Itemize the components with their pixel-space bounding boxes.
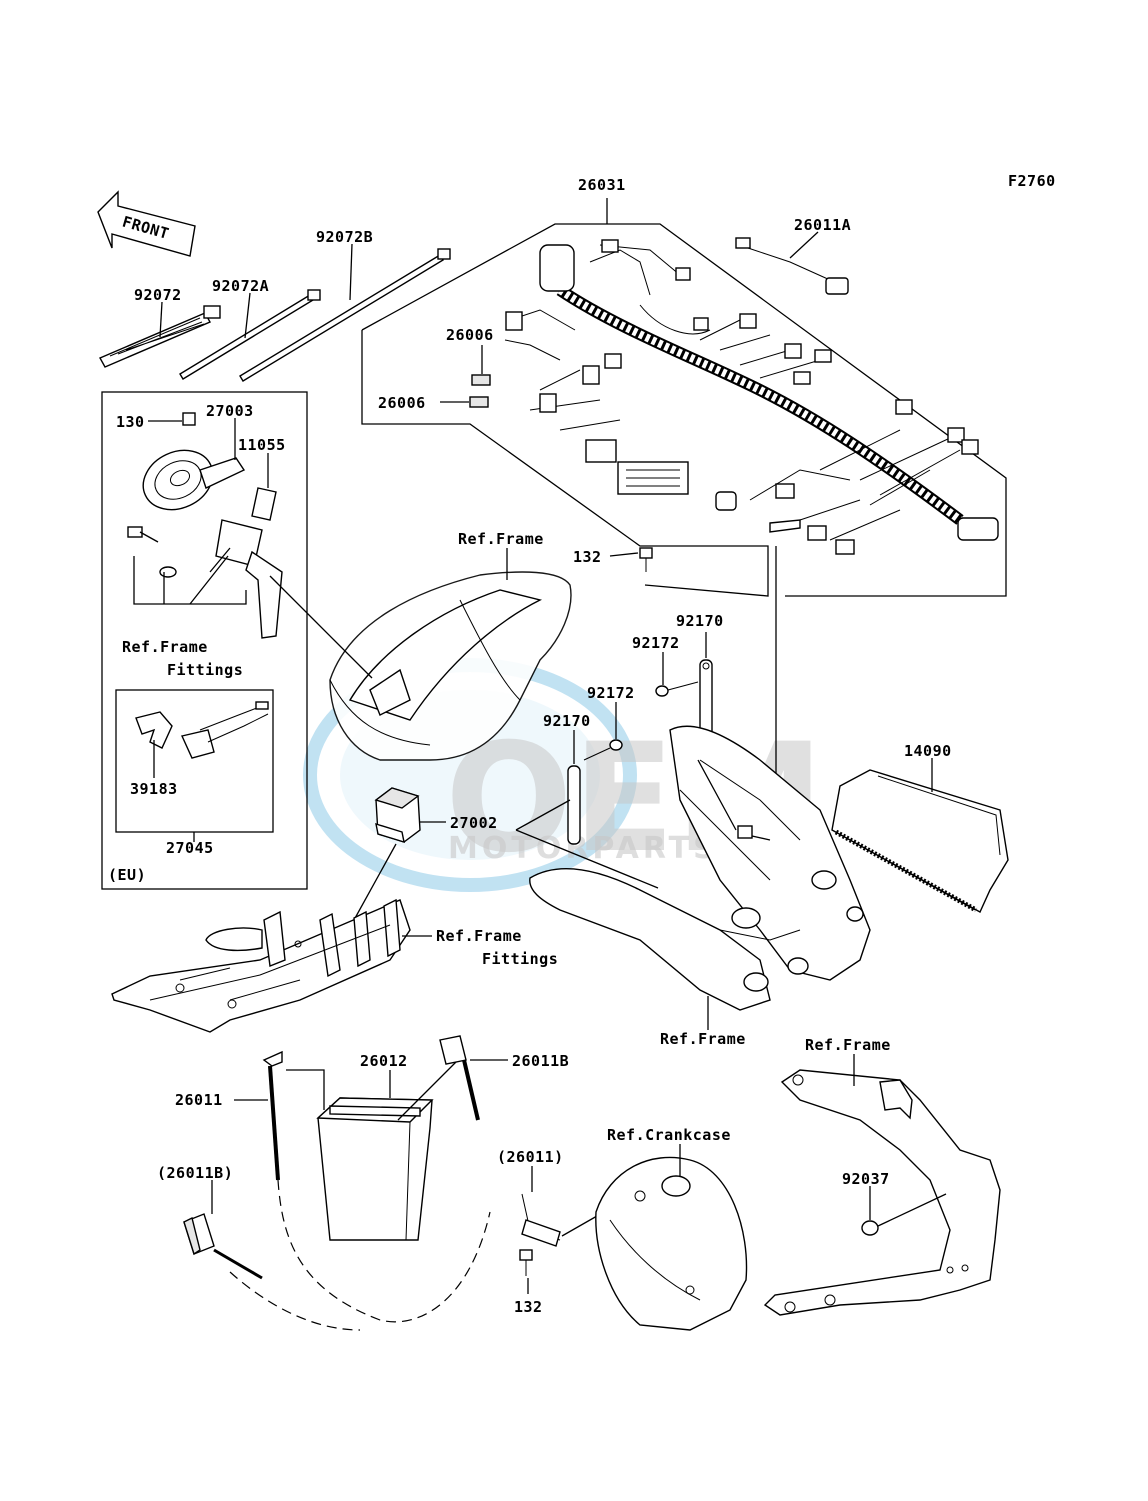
label-92170-left: 92170 bbox=[543, 712, 591, 730]
label-14090: 14090 bbox=[904, 742, 952, 760]
clip-92172-left bbox=[609, 739, 623, 751]
strap-hole bbox=[702, 662, 710, 670]
cable-26011 bbox=[262, 1050, 283, 1181]
leader-horn-to-frame bbox=[269, 575, 373, 679]
clip-link-left bbox=[583, 747, 611, 761]
label-132-bottom: 132 bbox=[514, 1298, 543, 1316]
cover-14090 bbox=[831, 769, 1009, 913]
label-26011b-paren: (26011B) bbox=[157, 1164, 233, 1182]
battery-leaders bbox=[286, 1059, 459, 1121]
label-26011-paren: (26011) bbox=[497, 1148, 564, 1166]
label-92072: 92072 bbox=[134, 286, 182, 304]
leader-92072 bbox=[159, 301, 163, 338]
label-92072b: 92072B bbox=[316, 228, 373, 246]
label-11055: 11055 bbox=[238, 436, 286, 454]
label-27045: 27045 bbox=[166, 839, 214, 857]
crankcase-ref bbox=[595, 1156, 748, 1331]
label-26011a: 26011A bbox=[794, 216, 851, 234]
right-frame bbox=[763, 1069, 1001, 1316]
relay-to-bracket-line bbox=[353, 843, 397, 921]
cable-26011-small bbox=[519, 1193, 561, 1276]
cable-ties bbox=[99, 248, 451, 382]
ref-frame-fit-leaders bbox=[163, 547, 231, 605]
label-ref-crankcase: Ref.Crankcase bbox=[607, 1126, 731, 1144]
battery-26012 bbox=[316, 1097, 434, 1241]
cable-26011b bbox=[439, 1035, 480, 1121]
front-arrow-icon: FRONT bbox=[97, 190, 196, 257]
eu-group-box bbox=[101, 391, 308, 890]
leader-132-top bbox=[609, 552, 639, 557]
bolt-132-top bbox=[639, 547, 653, 559]
label-26031: 26031 bbox=[578, 176, 626, 194]
leader-92072a bbox=[244, 292, 251, 339]
fuse-26006-b bbox=[469, 396, 489, 408]
label-ref-frame-fittings-2a: Ref.Frame bbox=[436, 927, 522, 945]
label-ref-frame-top: Ref.Frame bbox=[458, 530, 544, 548]
ref-frame-fit-bracket-line bbox=[133, 556, 247, 605]
fuse-26006-a bbox=[471, 374, 491, 386]
horn-27003 bbox=[142, 412, 246, 511]
dashed-route-26011 bbox=[277, 1179, 491, 1323]
harness-group-outline bbox=[361, 223, 1007, 597]
leader-92037-link bbox=[877, 1193, 947, 1227]
main-wiring-harness bbox=[504, 239, 999, 555]
label-ref-frame-mid: Ref.Frame bbox=[660, 1030, 746, 1048]
label-26011b: 26011B bbox=[512, 1052, 569, 1070]
label-39183: 39183 bbox=[130, 780, 178, 798]
label-92072a: 92072A bbox=[212, 277, 269, 295]
label-130: 130 bbox=[116, 413, 145, 431]
diagram-code: F2760 bbox=[1008, 172, 1056, 190]
label-132-top: 132 bbox=[573, 548, 602, 566]
holder-26011b bbox=[183, 1213, 263, 1280]
front-frame-top bbox=[329, 571, 572, 761]
clip-92172-right bbox=[655, 685, 669, 697]
part-39183 bbox=[135, 701, 269, 759]
part-26011a bbox=[735, 237, 849, 295]
battery-tray-fittings bbox=[111, 898, 411, 1033]
leader-26011a bbox=[789, 231, 819, 259]
label-ref-frame-fittings-2b: Fittings bbox=[482, 950, 558, 968]
label-26006-a: 26006 bbox=[446, 326, 494, 344]
label-ref-frame-right: Ref.Frame bbox=[805, 1036, 891, 1054]
horn-bracket bbox=[127, 487, 283, 639]
label-26012: 26012 bbox=[360, 1052, 408, 1070]
harness-group-outline-lower bbox=[361, 330, 769, 597]
relay-27002 bbox=[374, 787, 421, 844]
main-frame bbox=[529, 725, 871, 1011]
strap-92170-right bbox=[699, 659, 713, 739]
label-27002: 27002 bbox=[450, 814, 498, 832]
leader-92072b bbox=[349, 243, 353, 301]
dashed-route-26011b bbox=[229, 1271, 361, 1331]
label-ref-frame-fittings-1a: Ref.Frame bbox=[122, 638, 208, 656]
label-92170-right: 92170 bbox=[676, 612, 724, 630]
label-eu: (EU) bbox=[108, 866, 146, 884]
watermark-sub: MOTORPARTS bbox=[448, 831, 719, 866]
label-92172-right: 92172 bbox=[632, 634, 680, 652]
label-92037: 92037 bbox=[842, 1170, 890, 1188]
strap-92170-left bbox=[567, 765, 581, 845]
label-26006-b: 26006 bbox=[378, 394, 426, 412]
label-ref-frame-fittings-1b: Fittings bbox=[167, 661, 243, 679]
strap-ref-lines bbox=[515, 799, 659, 889]
label-92172-left: 92172 bbox=[587, 684, 635, 702]
label-27003: 27003 bbox=[206, 402, 254, 420]
label-26011: 26011 bbox=[175, 1091, 223, 1109]
clip-link-right bbox=[667, 681, 699, 691]
